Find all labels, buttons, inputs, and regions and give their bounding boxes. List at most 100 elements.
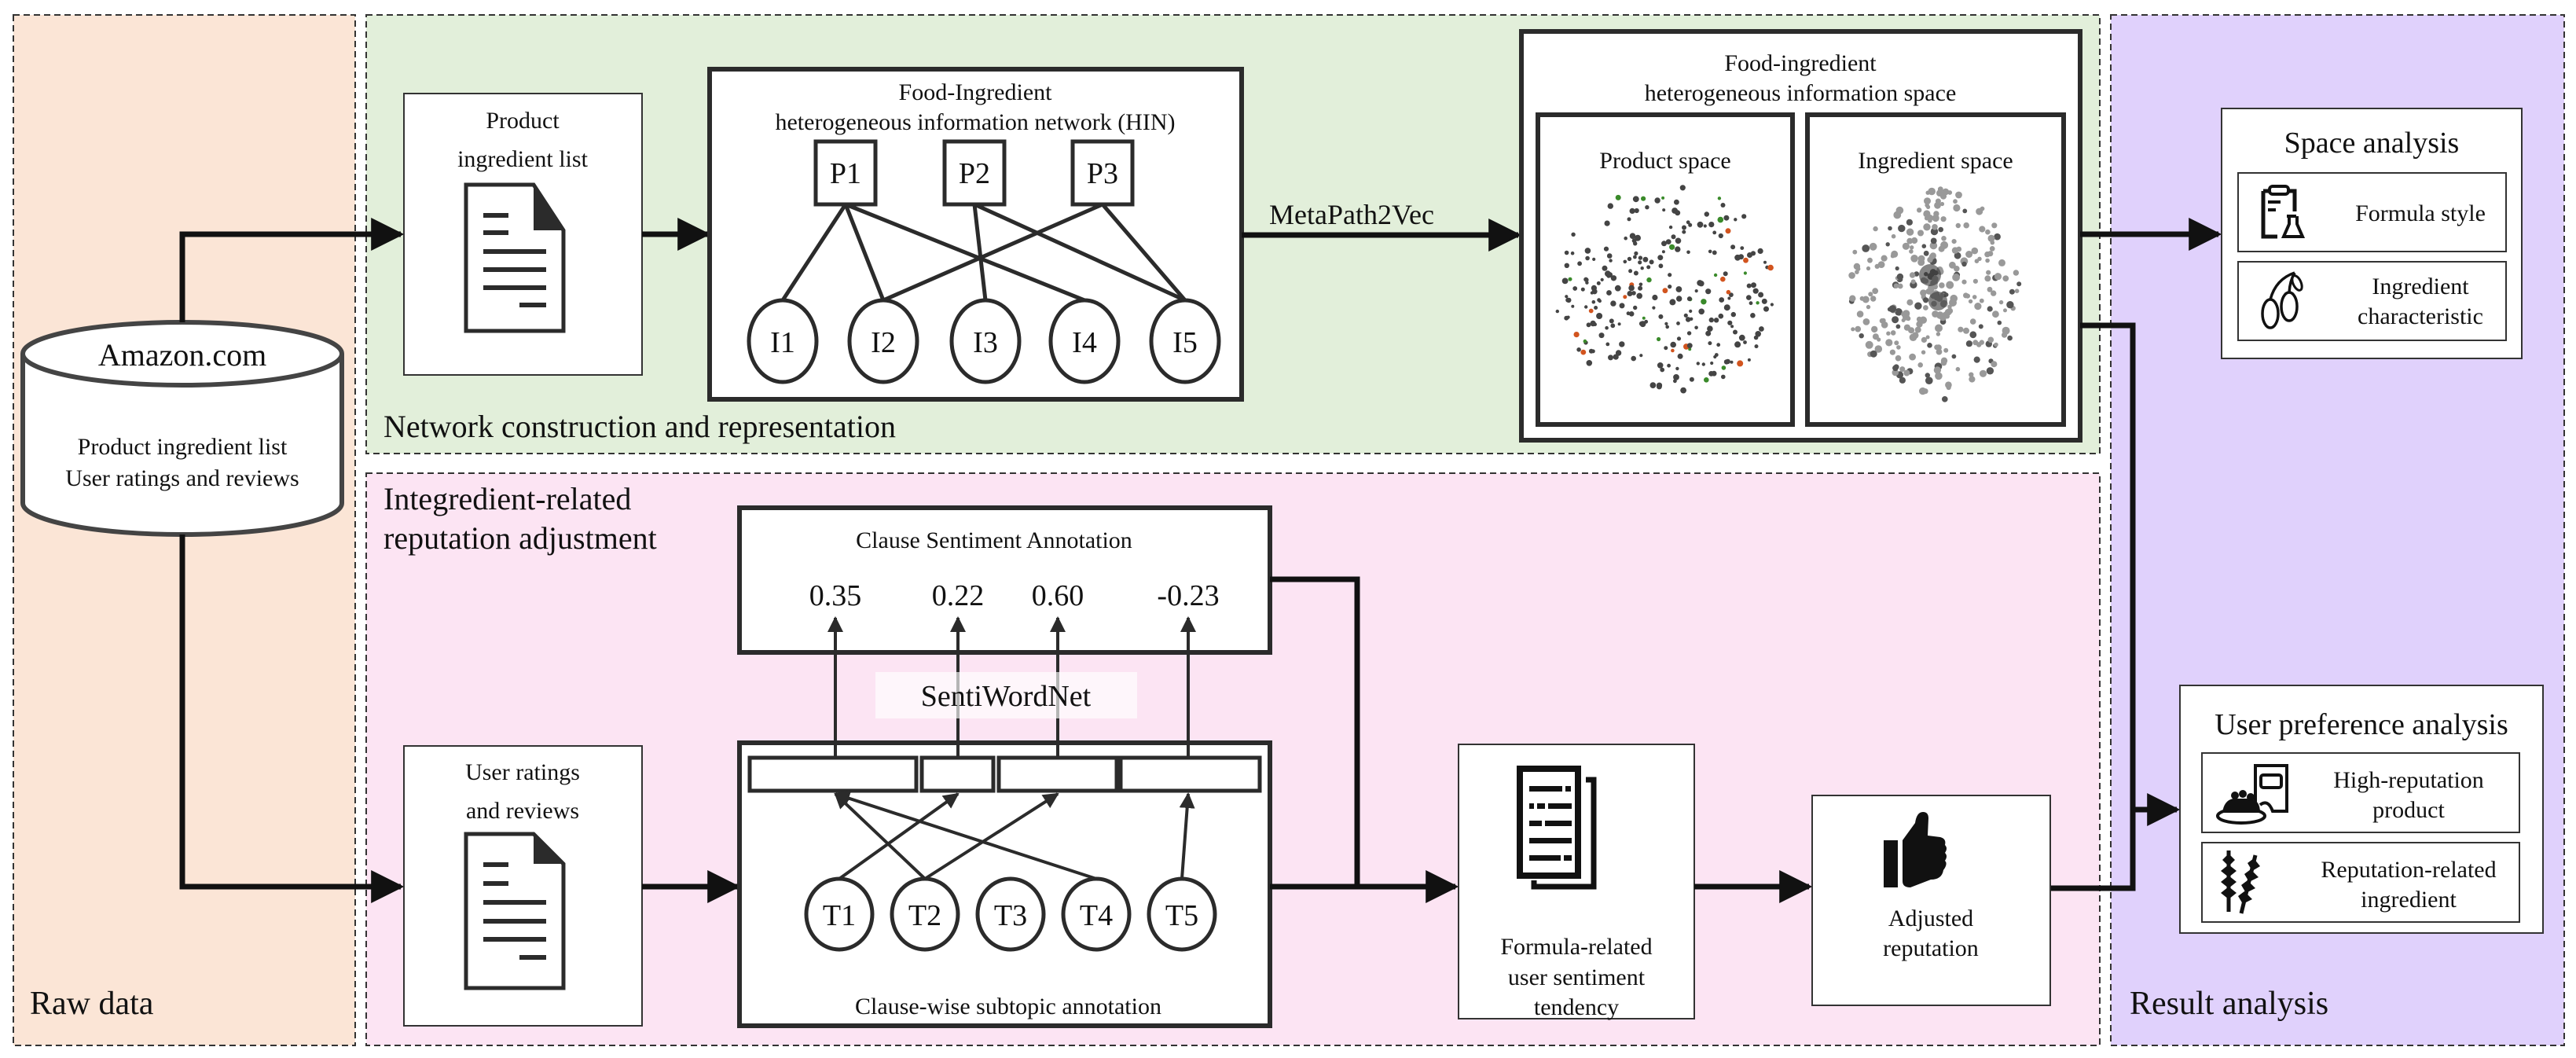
ingredient-point [1969,376,1976,383]
product-point [1623,295,1627,299]
ingredient-point [1990,240,1995,245]
ingredient-point [1965,251,1973,258]
ingredient-space-label: Ingredient space [1858,148,2013,174]
ingredient-point [1855,325,1862,332]
product-point [1676,321,1680,325]
ingredient-point [1958,326,1964,332]
product-point [1662,288,1668,294]
product-point [1665,239,1671,244]
clause-segment-2 [919,755,996,793]
ingredient-point [1885,242,1890,247]
ingredient-point [1952,274,1961,281]
ingredient-point [1961,279,1967,285]
ingredient-point [1868,292,1873,297]
ingredient-point [1903,324,1910,331]
ingredient-point [1895,308,1903,316]
ingredient-node-label: I5 [1172,326,1198,359]
ingredient-point [1922,388,1928,395]
product-point [1697,221,1704,228]
product-point [1603,246,1609,252]
product-point [1763,306,1769,312]
ingredient-point [1869,242,1877,251]
product-point [1705,288,1712,295]
product-point [1646,265,1651,270]
product-point [1717,216,1724,223]
product-point [1564,250,1569,255]
ingredient-point [1899,366,1906,373]
product-point [1640,266,1644,270]
product-point [1617,322,1621,326]
ingredient-point [1914,302,1922,310]
ingredient-point [1933,366,1942,374]
ingredient-point [1856,310,1864,318]
topic-link-T2 [923,792,1059,880]
product-point [1701,362,1705,366]
product-point [1723,359,1730,365]
sentiment-score: 0.60 [1032,579,1084,612]
ingredient-point [1885,339,1893,347]
ingredient-point [1926,215,1933,222]
ingredient-node-I3 [949,298,1022,384]
user-reviews-line-2: and reviews [466,798,579,824]
topic-link-T4 [834,791,1097,880]
product-point [1723,215,1730,221]
product-point [1710,361,1714,366]
product-point [1657,362,1664,369]
ingredient-point [1917,208,1922,213]
product-point [1568,277,1572,281]
database-title: Amazon.com [98,337,266,373]
ingredient-point [1896,345,1901,350]
ingredient-point [1941,236,1947,241]
topic-node-label: T3 [994,899,1027,932]
hin-box: Food-Ingredient heterogeneous informatio… [707,67,1244,402]
product-point [1675,210,1681,216]
product-point [1669,244,1675,250]
product-point [1592,257,1596,261]
ingredient-point [1977,256,1982,261]
product-point [1627,217,1631,222]
ingredient-point [1991,290,1997,296]
ingredient-point [1951,354,1957,359]
ingredient-point [1927,343,1932,348]
ingredient-point [1939,282,1945,288]
hin-edge-P1-I2 [843,204,886,301]
ingredient-point [2006,301,2014,309]
ingredient-point [1892,369,1899,377]
product-point [1688,347,1692,351]
ingredient-point [1942,311,1950,319]
ingredient-point [1910,279,1916,285]
product-point [1671,348,1675,353]
ingredient-point [1979,340,1984,345]
ingredient-point [1935,324,1943,332]
space-analysis-title: Space analysis [2284,127,2460,160]
product-point [1598,332,1605,339]
ingredient-point [1895,324,1901,329]
product-point [1757,248,1763,254]
ingredient-point [1986,270,1991,275]
product-point [1767,264,1774,271]
ingredient-point [1911,237,1918,244]
ingredient-point [1926,204,1931,209]
product-point [1628,311,1635,317]
ingredient-point [1935,198,1941,204]
formula-line-3: tendency [1534,994,1619,1020]
thumbs-up-icon [1884,812,1947,887]
product-point [1607,203,1613,209]
ingredient-point [1865,340,1873,349]
product-point [1619,341,1625,347]
ingredient-point [1945,381,1952,389]
hin-title-2: heterogeneous information network (HIN) [775,109,1175,135]
ingredient-point [1888,226,1892,231]
high-reputation-line-1: High-reputation [2333,767,2484,793]
product-point [1649,259,1654,265]
ingredient-point [1985,229,1991,235]
ingredient-point [1925,373,1930,378]
ingredient-point [2014,288,2020,294]
product-point [1686,220,1690,225]
product-point [1662,208,1666,212]
topic-link-T1 [838,792,960,880]
product-point [1649,382,1657,388]
ingredient-point [1930,237,1937,244]
product-point [1685,317,1691,322]
